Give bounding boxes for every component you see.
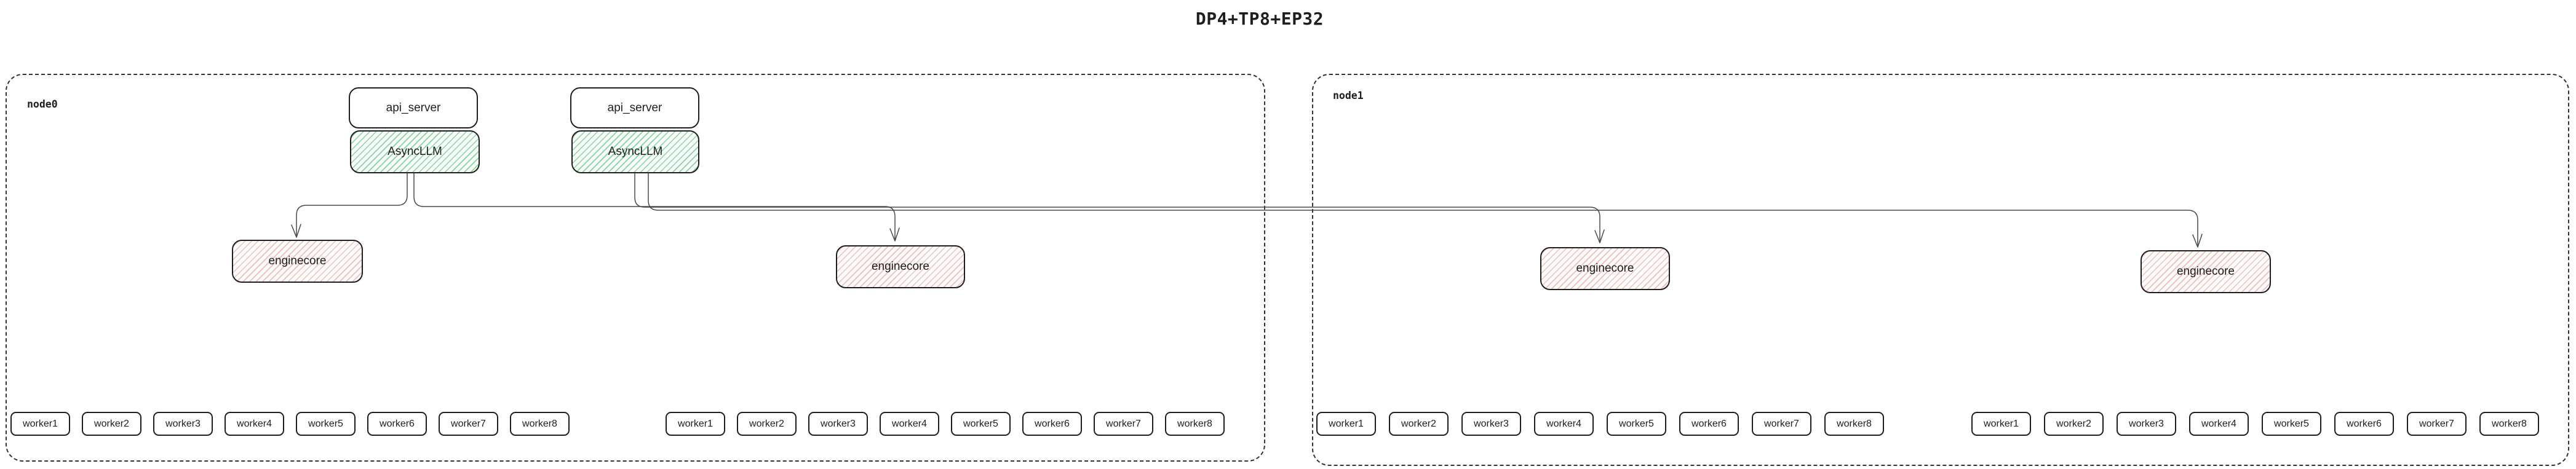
worker-box: worker3 bbox=[1461, 412, 1521, 436]
api-server-box-1: api_server bbox=[349, 87, 478, 128]
worker-box: worker5 bbox=[951, 412, 1011, 436]
worker-box: worker8 bbox=[2479, 412, 2539, 436]
worker-box: worker4 bbox=[225, 412, 284, 436]
worker-box: worker1 bbox=[1316, 412, 1376, 436]
worker-box: worker4 bbox=[2189, 412, 2249, 436]
node0-worker-row-2: worker1 worker2 worker3 worker4 worker5 worke… bbox=[666, 412, 1225, 436]
worker-box: worker6 bbox=[1679, 412, 1739, 436]
worker-box: worker7 bbox=[1752, 412, 1811, 436]
worker-box: worker6 bbox=[2334, 412, 2394, 436]
enginecore-box-1: enginecore bbox=[232, 240, 363, 283]
enginecore-box-4: enginecore bbox=[2141, 250, 2271, 293]
worker-box: worker1 bbox=[1971, 412, 2031, 436]
worker-box: worker8 bbox=[1824, 412, 1884, 436]
worker-box: worker2 bbox=[82, 412, 141, 436]
worker-box: worker7 bbox=[2407, 412, 2467, 436]
node1-worker-row-1: worker1 worker2 worker3 worker4 worker5 worke… bbox=[1316, 412, 1884, 436]
worker-box: worker3 bbox=[808, 412, 868, 436]
node0-worker-row-1: worker1 worker2 worker3 worker4 worker5 worke… bbox=[10, 412, 570, 436]
worker-box: worker5 bbox=[296, 412, 356, 436]
worker-box: worker3 bbox=[153, 412, 213, 436]
worker-box: worker6 bbox=[367, 412, 427, 436]
worker-box: worker4 bbox=[1534, 412, 1594, 436]
worker-box: worker1 bbox=[666, 412, 725, 436]
node0-label: node0 bbox=[27, 98, 58, 110]
node1-worker-row-2: worker1 worker2 worker3 worker4 worker5 worke… bbox=[1971, 412, 2539, 436]
worker-box: worker7 bbox=[1094, 412, 1153, 436]
worker-box: worker1 bbox=[10, 412, 70, 436]
worker-box: worker6 bbox=[1022, 412, 1082, 436]
worker-box: worker7 bbox=[439, 412, 498, 436]
asyncllm-box-1: AsyncLLM bbox=[350, 130, 480, 173]
worker-box: worker8 bbox=[1165, 412, 1225, 436]
worker-box: worker8 bbox=[510, 412, 570, 436]
diagram-title: DP4+TP8+EP32 bbox=[1195, 9, 1324, 29]
api-server-box-2: api_server bbox=[570, 87, 699, 128]
node0-container: node0 api_server AsyncLLM api_server Asy… bbox=[6, 74, 1265, 462]
worker-box: worker5 bbox=[1607, 412, 1666, 436]
worker-box: worker3 bbox=[2117, 412, 2176, 436]
asyncllm-box-2: AsyncLLM bbox=[571, 130, 699, 173]
worker-box: worker2 bbox=[1389, 412, 1449, 436]
worker-box: worker4 bbox=[880, 412, 939, 436]
worker-box: worker2 bbox=[737, 412, 797, 436]
enginecore-box-2: enginecore bbox=[836, 245, 965, 288]
worker-box: worker2 bbox=[2044, 412, 2104, 436]
worker-box: worker5 bbox=[2262, 412, 2321, 436]
node1-label: node1 bbox=[1333, 90, 1364, 101]
enginecore-box-3: enginecore bbox=[1540, 247, 1670, 290]
